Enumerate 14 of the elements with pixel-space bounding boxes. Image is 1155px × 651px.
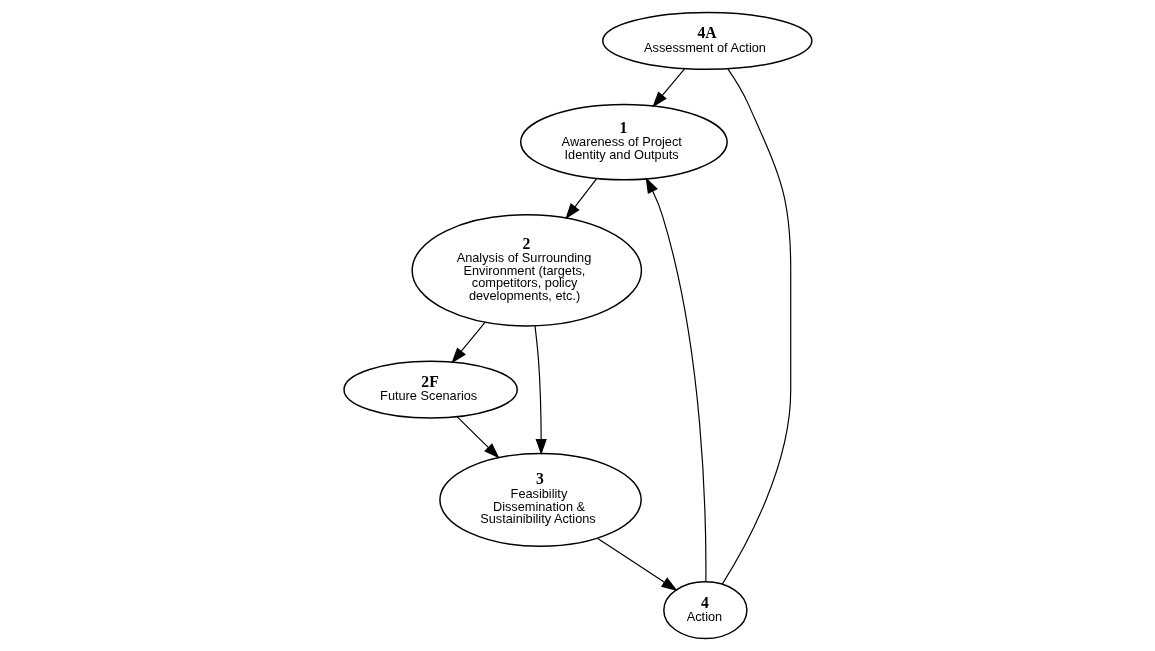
arrow: [651, 68, 685, 108]
node-ellipse: 2 Analysis of Surrounding Environment (targets, competitors, policy developments, etc.): [410, 214, 642, 327]
node-ellipse: 4A Assessment of Action: [601, 11, 813, 71]
node-ellipse: 4 Action: [662, 580, 748, 640]
node-ellipse: 2F Future Scenarios: [342, 360, 518, 419]
arrow: [450, 321, 486, 364]
arrow: [533, 325, 547, 456]
node-ellipse: 3 Feasibility Dissemination & Sustainibility Actions: [438, 452, 642, 547]
node-ellipse: 1 Awareness of Project Identity and Outputs: [519, 103, 728, 181]
arrow: [645, 177, 706, 583]
arrow: [564, 177, 597, 220]
arrow: [456, 416, 500, 459]
arrow: [596, 537, 678, 591]
connector: [721, 68, 791, 585]
